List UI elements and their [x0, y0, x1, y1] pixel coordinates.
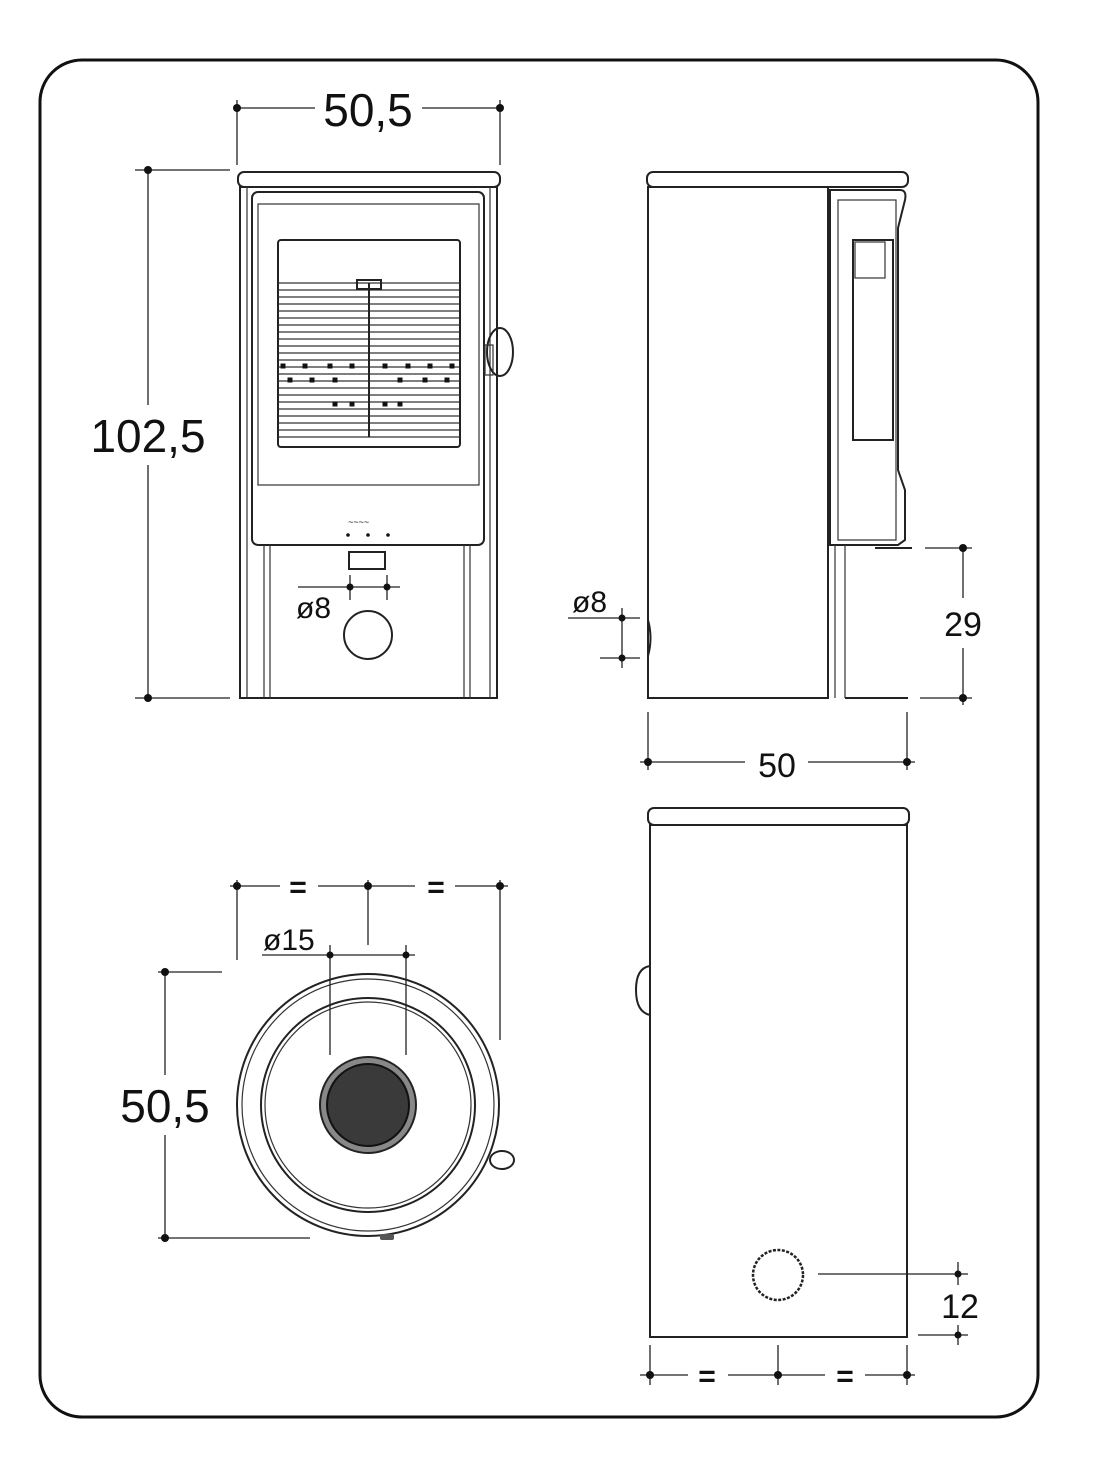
side-depth-label: 50	[758, 747, 796, 785]
air-hole	[349, 401, 355, 407]
front-width-label: 50,5	[323, 84, 413, 136]
flue-diameter-label: ø15	[263, 924, 315, 957]
air-hole	[397, 377, 403, 383]
air-hole	[309, 377, 315, 383]
top-view: = = ø15 50,5	[120, 871, 515, 1242]
air-hole	[382, 401, 388, 407]
front-height-label: 102,5	[90, 410, 205, 462]
rear-equal-right: =	[836, 1360, 854, 1393]
air-hole	[287, 377, 293, 383]
side-view: ø8 29 50	[568, 171, 982, 785]
handle-icon	[489, 1150, 515, 1170]
air-hole	[280, 363, 286, 369]
air-hole	[332, 377, 338, 383]
air-hole	[327, 363, 333, 369]
air-hole	[302, 363, 308, 369]
rear-equal-left: =	[698, 1360, 716, 1393]
outlet-height-label: 12	[941, 1288, 979, 1326]
flue-opening	[326, 1063, 410, 1147]
side-inlet-label: ø8	[572, 586, 607, 619]
front-view: ~~~~ 50,5 102,5 ø8	[90, 84, 514, 702]
air-inlet-circle	[343, 610, 393, 660]
air-hole	[382, 363, 388, 369]
ash-drawer-handle	[348, 551, 386, 570]
air-hole	[332, 401, 338, 407]
rear-view: 12 = =	[634, 807, 979, 1393]
front-inlet-label: ø8	[296, 592, 331, 625]
drawing-frame	[38, 58, 1040, 1419]
brand-logo: ~~~~	[348, 517, 369, 527]
air-hole	[349, 363, 355, 369]
top-equal-right: =	[427, 871, 445, 904]
air-hole	[444, 377, 450, 383]
air-hole	[397, 401, 403, 407]
air-hole	[422, 377, 428, 383]
door-handle-icon	[486, 327, 514, 377]
rear-outlet-circle	[751, 1248, 805, 1302]
leg-height-label: 29	[944, 606, 982, 644]
air-hole	[427, 363, 433, 369]
air-hole	[449, 363, 455, 369]
top-depth-label: 50,5	[120, 1080, 210, 1132]
air-hole	[405, 363, 411, 369]
top-equal-left: =	[289, 871, 307, 904]
